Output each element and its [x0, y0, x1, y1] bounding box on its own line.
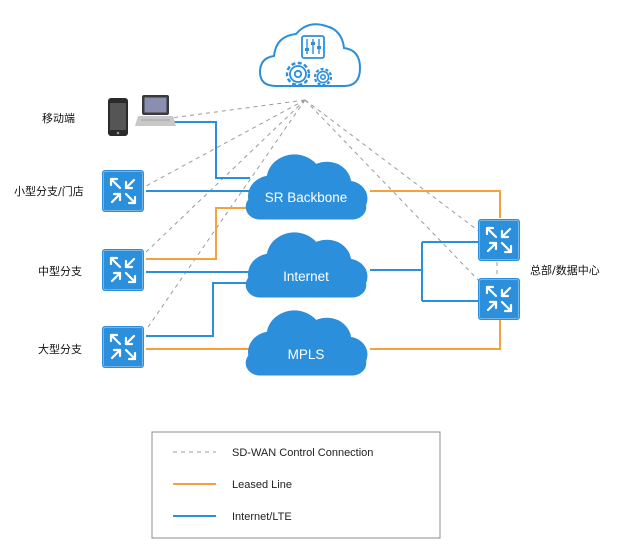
- internet-large-to-internet: [146, 282, 250, 337]
- hq-label: 总部/数据中心: [530, 263, 600, 277]
- control-panel-icon: [301, 35, 325, 59]
- sr-backbone-cloud: [245, 154, 368, 220]
- sr-backbone-label: SR Backbone: [265, 190, 348, 205]
- mobile-label: 移动端: [42, 112, 75, 125]
- internet-lines: [146, 121, 478, 337]
- laptop-icon: [135, 95, 176, 126]
- mpls-label: MPLS: [288, 347, 325, 362]
- control-line-small-branch: [145, 99, 306, 187]
- control-line-large-branch: [145, 99, 306, 331]
- gear-icon: [285, 61, 311, 87]
- leased-backbone-to-hq: [370, 190, 501, 218]
- control-line-mobile: [155, 99, 306, 121]
- medium-branch-label: 中型分支: [38, 264, 82, 278]
- legend: SD-WAN Control Connection Leased Line In…: [151, 431, 441, 539]
- legend-internet-label: Internet/LTE: [232, 511, 292, 523]
- control-connections: [145, 99, 498, 331]
- control-line-hq-lower: [304, 99, 481, 283]
- router-hq-upper: [476, 217, 522, 263]
- leased-lines: [146, 190, 501, 350]
- internet-label: Internet: [283, 269, 329, 284]
- legend-leased-label: Leased Line: [232, 479, 292, 491]
- mpls-cloud: [245, 310, 368, 376]
- sdwan-controller: [258, 23, 362, 87]
- large-branch-label: 大型分支: [38, 342, 82, 356]
- router-hq-lower: [476, 276, 522, 322]
- router-small-branch: [100, 168, 146, 214]
- router-large-branch: [100, 324, 146, 370]
- router-medium-branch: [100, 247, 146, 293]
- internet-cloud: [245, 232, 368, 298]
- phone-icon: [108, 98, 128, 136]
- small-branch-label: 小型分支/门店: [14, 184, 84, 198]
- leased-mpls-to-hq: [370, 318, 501, 350]
- internet-mobile-to-backbone: [166, 121, 250, 179]
- legend-control-label: SD-WAN Control Connection: [232, 447, 373, 459]
- small-gear-icon: [313, 67, 333, 87]
- mobile-devices: [108, 95, 176, 136]
- leased-medium-to-backbone: [146, 207, 250, 260]
